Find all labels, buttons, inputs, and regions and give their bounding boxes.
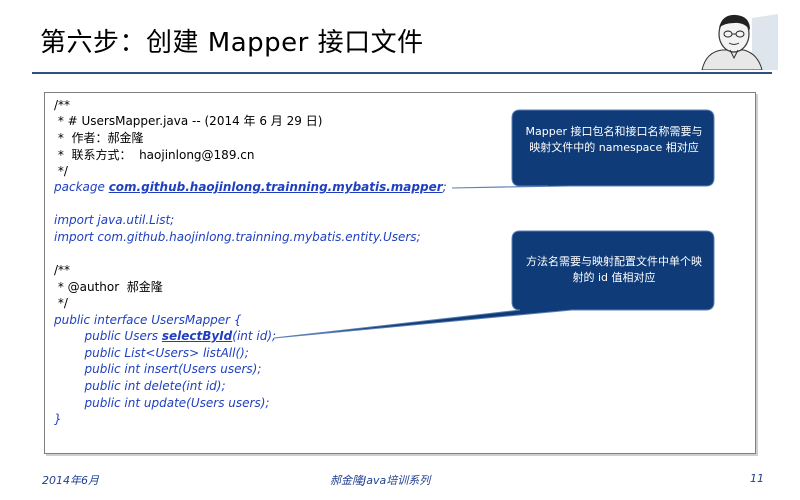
code-line: public List<Users> listAll(); <box>54 346 249 360</box>
callout-bubble-id <box>273 230 715 339</box>
package-line: package com.github.haojinlong.trainning.… <box>54 179 447 195</box>
code-line: * # UsersMapper.java -- (2014 年 6 月 29 日… <box>54 114 323 128</box>
slide-title: 第六步：创建 Mapper 接口文件 <box>40 28 424 58</box>
select-suffix: (int id); <box>232 329 277 343</box>
callout-bubble-namespace <box>451 109 715 189</box>
code-line: */ <box>54 164 68 178</box>
code-line: * 联系方式： haojinlong@189.cn <box>54 148 255 162</box>
select-method-name: selectById <box>161 329 233 343</box>
footer-date: 2014年6月 <box>42 474 99 487</box>
code-line: public int update(Users users); <box>54 396 270 410</box>
select-method-line: public Users selectById(int id); <box>54 328 277 344</box>
code-line: */ <box>54 296 68 310</box>
footer-page-number: 11 <box>750 472 764 485</box>
footer-series: 郝金隆Java培训系列 <box>330 474 431 487</box>
select-prefix: public Users <box>54 329 162 343</box>
code-line: import java.util.List; <box>54 213 175 227</box>
code-line: /** <box>54 263 71 277</box>
code-line: } <box>54 412 62 426</box>
package-name: com.github.haojinlong.trainning.mybatis.… <box>108 180 443 194</box>
code-line: * 作者：郝金隆 <box>54 131 144 145</box>
code-line: import com.github.haojinlong.trainning.m… <box>54 230 421 244</box>
callout-text-id: 方法名需要与映射配置文件中单个映射的 id 值相对应 <box>526 255 702 284</box>
code-line: public int insert(Users users); <box>54 362 262 376</box>
code-line: public interface UsersMapper { <box>54 313 242 327</box>
title-divider <box>32 72 772 74</box>
package-keyword: package <box>54 180 109 194</box>
person-portrait-icon <box>692 10 778 70</box>
code-line: * @author 郝金隆 <box>54 280 163 294</box>
callout-text-namespace: Mapper 接口包名和接口名称需要与映射文件中的 namespace 相对应 <box>525 125 703 154</box>
code-line: public int delete(int id); <box>54 379 226 393</box>
package-semicolon: ; <box>442 180 447 194</box>
code-line: /** <box>54 98 71 112</box>
